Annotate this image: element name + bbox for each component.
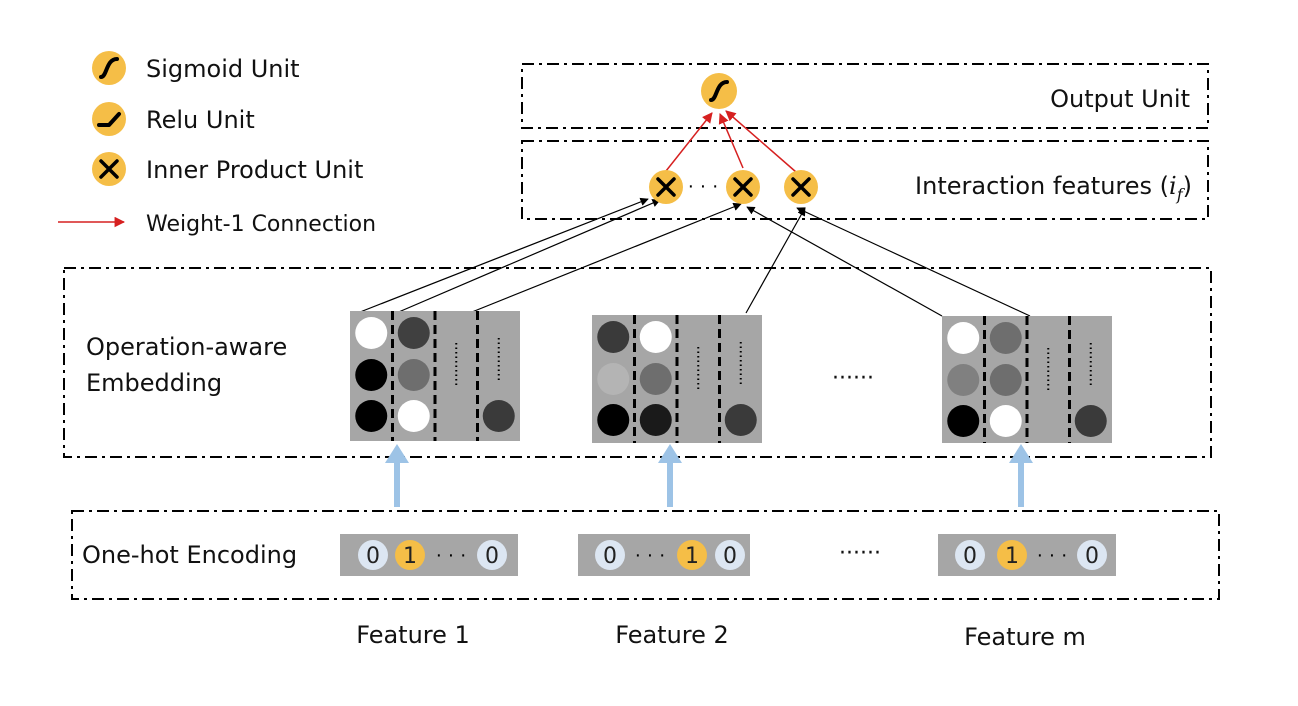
- onehot-layer-label: One-hot Encoding: [82, 541, 297, 569]
- embedding-vector-cell: [397, 359, 430, 391]
- embedding-vector-cell: [482, 400, 515, 432]
- feature-label: Feature m: [964, 623, 1086, 651]
- legend-inner-product-label: Inner Product Unit: [146, 156, 363, 184]
- embedding-vector-cell: [639, 404, 672, 436]
- onehot-ellipsis-dots: · · ·: [634, 544, 665, 566]
- embedding-block: [592, 315, 762, 443]
- onehot-bit-value: 1: [403, 544, 417, 569]
- up-arrow-feature-m: [1009, 444, 1033, 507]
- inner-product-unit-icon: [92, 152, 126, 186]
- legend-sigmoid-label: Sigmoid Unit: [146, 55, 300, 83]
- embedding-connections: [354, 197, 1031, 317]
- interaction-layer-box: [521, 140, 1209, 220]
- onehot-bit: [677, 540, 707, 570]
- legend-weight-connection-label: Weight-1 Connection: [146, 212, 376, 237]
- onehot-bit-value: 0: [366, 544, 380, 569]
- inner-product-unit-3: [784, 170, 818, 204]
- inner-product-unit-1: [649, 170, 683, 204]
- embedding-vector-cell: [597, 363, 630, 395]
- onehot-bit-value: 0: [603, 544, 617, 569]
- output-layer-box: [521, 63, 1209, 129]
- onehot-bit: [595, 540, 625, 570]
- embedding-vector-cell: [947, 405, 980, 437]
- output-sigmoid-unit: [701, 73, 737, 109]
- onehot-vector: 0 1 0 · · ·: [938, 534, 1116, 576]
- weight-1-connections: [665, 110, 797, 173]
- embedding-vector-cell: [355, 400, 388, 432]
- onehot-layer-box: [71, 510, 1220, 600]
- embedding-vector-cell: [1074, 405, 1107, 437]
- embedding-ellipsis: ······: [832, 366, 874, 391]
- up-arrow-feature-1: [385, 444, 409, 507]
- onehot-bit-value: 0: [1085, 544, 1099, 569]
- embedding-block: [350, 311, 520, 441]
- embedding-vector-cell: [947, 322, 980, 354]
- embedding-vector-cell: [597, 321, 630, 353]
- onehot-bit: [997, 540, 1027, 570]
- embedding-vector-cell: [947, 364, 980, 396]
- onehot-bit-value: 1: [1005, 544, 1019, 569]
- feature-label: Feature 1: [356, 621, 470, 649]
- embedding-vector-cell: [597, 404, 630, 436]
- onehot-ellipsis-dots: · · ·: [435, 544, 466, 566]
- embedding-layer-box: [63, 267, 1212, 458]
- up-arrow-feature-2: [658, 444, 682, 507]
- sigmoid-unit-icon: [92, 51, 126, 85]
- interaction-layer-label: Interaction features (if): [915, 172, 1192, 204]
- embedding-vector-cell: [397, 317, 430, 349]
- embedding-layer-label-line2: Embedding: [86, 369, 222, 397]
- onehot-bit: [395, 540, 425, 570]
- onehot-bit: [358, 540, 388, 570]
- interaction-ellipsis: · · ·: [687, 175, 718, 197]
- embedding-vector-cell: [989, 364, 1022, 396]
- embedding-vector-cell: [355, 359, 388, 391]
- legend: Sigmoid Unit Relu Unit Inner Product Uni…: [58, 51, 376, 237]
- embedding-vector-cell: [397, 400, 430, 432]
- onehot-bit: [955, 540, 985, 570]
- relu-unit-icon: [92, 102, 126, 136]
- embedding-vector-cell: [989, 405, 1022, 437]
- onehot-bit: [715, 540, 745, 570]
- embedding-vector-cell: [724, 404, 757, 436]
- onehot-bit-value: 1: [685, 544, 699, 569]
- upward-arrows: [385, 444, 1033, 507]
- onehot-bit-value: 0: [485, 544, 499, 569]
- embedding-vector-cell: [639, 363, 672, 395]
- embedding-vector-cell: [639, 321, 672, 353]
- onehot-ellipsis: ······: [839, 541, 881, 566]
- inner-product-unit-2: [726, 170, 760, 204]
- onehot-bit-value: 0: [963, 544, 977, 569]
- embedding-block: [942, 316, 1112, 443]
- onehot-bit-value: 0: [723, 544, 737, 569]
- embedding-vector-cell: [355, 317, 388, 349]
- output-layer-label: Output Unit: [1050, 85, 1190, 113]
- onehot-bit: [477, 540, 507, 570]
- feature-label: Feature 2: [615, 621, 729, 649]
- onehot-ellipsis-dots: · · ·: [1036, 544, 1067, 566]
- legend-relu-label: Relu Unit: [146, 106, 255, 134]
- embedding-vector-cell: [989, 322, 1022, 354]
- embedding-layer-label-line1: Operation-aware: [86, 333, 287, 361]
- onehot-bit: [1077, 540, 1107, 570]
